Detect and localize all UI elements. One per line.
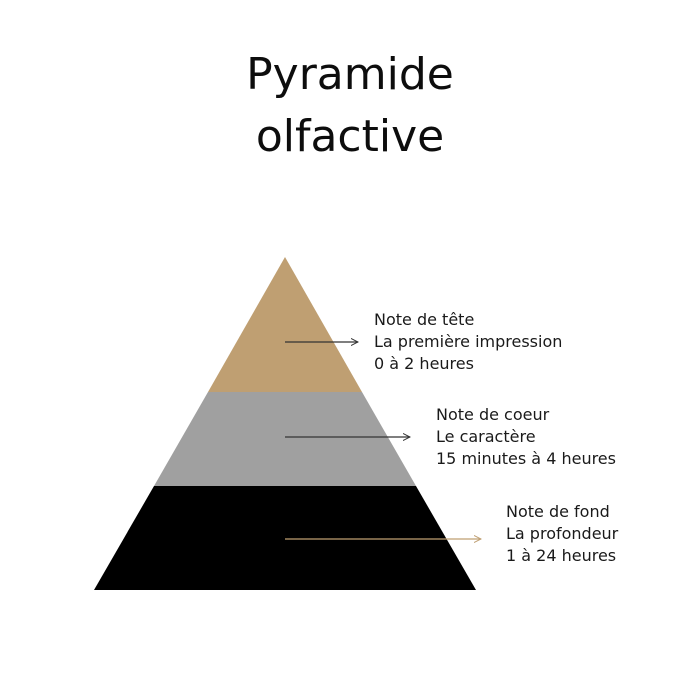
label-base-note: Note de fond La profondeur 1 à 24 heures bbox=[506, 501, 618, 567]
top-note-duration: 0 à 2 heures bbox=[374, 354, 474, 373]
heart-note-duration: 15 minutes à 4 heures bbox=[436, 449, 616, 468]
title-line-2: olfactive bbox=[255, 111, 445, 162]
top-note-description: La première impression bbox=[374, 332, 563, 351]
base-note-name: Note de fond bbox=[506, 502, 610, 521]
heart-note-description: Le caractère bbox=[436, 427, 536, 446]
pyramid-tier-base bbox=[94, 486, 476, 590]
base-note-duration: 1 à 24 heures bbox=[506, 546, 617, 565]
top-note-name: Note de tête bbox=[374, 310, 475, 329]
title-line-1: Pyramide bbox=[246, 49, 454, 100]
label-heart-note: Note de coeur Le caractère 15 minutes à … bbox=[436, 404, 616, 470]
heart-note-name: Note de coeur bbox=[436, 405, 550, 424]
label-top-note: Note de tête La première impression 0 à … bbox=[374, 309, 562, 375]
base-note-description: La profondeur bbox=[506, 524, 619, 543]
pyramid-tier-middle bbox=[154, 392, 416, 486]
pyramid-tier-top bbox=[208, 257, 362, 392]
page-title: Pyramide olfactive bbox=[0, 44, 700, 168]
